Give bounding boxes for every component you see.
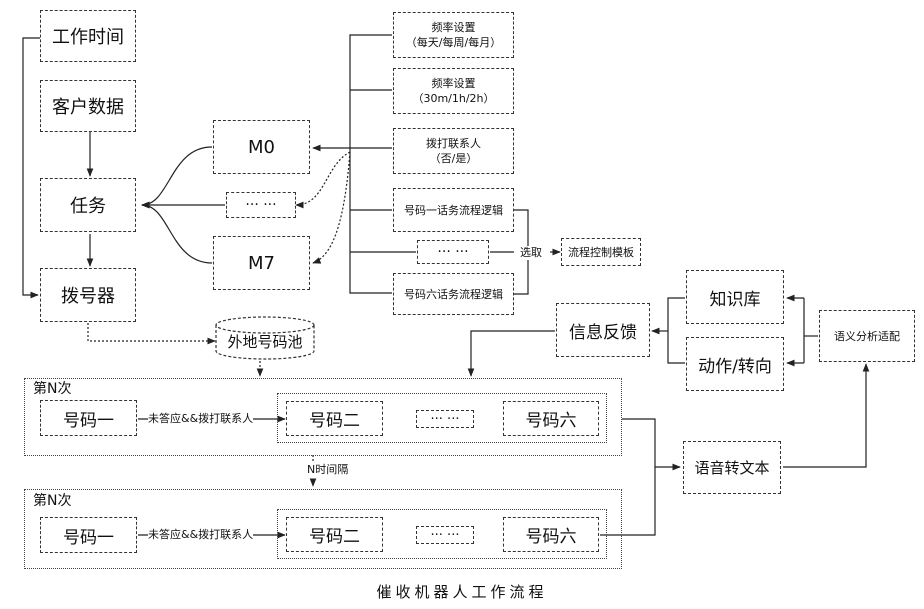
kb-action-bracket (667, 297, 685, 364)
call-contact-setting-title: 拨打联系人 (426, 137, 481, 150)
frequency-setting-day-box: 频率设置 （每天/每周/每月） (393, 12, 514, 58)
round1-ellipsis-box: ··· ··· (416, 410, 474, 428)
cylinder-shape (215, 316, 315, 360)
dialer-to-pool-dotted (87, 323, 216, 345)
round2-to-stt-line (600, 467, 656, 536)
dialer-label: 拨号器 (61, 286, 115, 307)
semantic-analysis-box: 语义分析适配 (819, 310, 915, 362)
round2-number1-box: 号码一 (40, 517, 137, 553)
info-feedback-box: 信息反馈 (556, 303, 650, 357)
flow1-logic-box: 号码一话务流程逻辑 (393, 188, 514, 232)
round1-title: 第N次 (33, 381, 72, 397)
speech-to-text-box: 语音转文本 (683, 441, 781, 494)
number-pool-cylinder: 外地号码池 (215, 316, 315, 360)
work-time-box: 工作时间 (40, 10, 136, 62)
info-feedback-label: 信息反馈 (569, 322, 637, 343)
round2-region (24, 489, 622, 569)
round1-ellipsis-label: ··· ··· (430, 411, 460, 427)
round1-number1-box: 号码一 (40, 400, 137, 436)
feedback-to-round1-arrow (467, 330, 555, 377)
flow-ellipsis-box: ··· ··· (417, 240, 489, 264)
round1-region (24, 378, 622, 456)
frequency-setting-time-title: 频率设置 (431, 77, 476, 90)
round1-condition-label: 未答应&&拨打联系人 (148, 412, 254, 426)
round1-number1-label: 号码一 (63, 410, 114, 431)
settings-to-ellipsis-dotted (295, 151, 351, 209)
diagram-caption: 催收机器人工作流程 (376, 583, 548, 601)
round2-number6-label: 号码六 (525, 527, 577, 547)
model-m7-label: M7 (248, 252, 275, 274)
model-ellipsis-label: ··· ··· (245, 196, 277, 213)
m0-to-task-curve (141, 146, 213, 209)
task-label: 任务 (70, 196, 106, 217)
interval-label: N时间隔 (307, 463, 349, 477)
work-time-label: 工作时间 (52, 27, 124, 48)
stt-to-semantic-arrow (783, 363, 870, 468)
round2-ellipsis-label: ··· ··· (430, 527, 460, 543)
knowledge-base-box: 知识库 (686, 270, 784, 324)
semantic-analysis-label: 语义分析适配 (834, 329, 900, 343)
round2-title: 第N次 (33, 493, 72, 509)
model-m0-label: M0 (248, 136, 275, 158)
model-m7-box: M7 (213, 236, 310, 290)
flow6-logic-label: 号码六话务流程逻辑 (404, 287, 503, 301)
customer-data-box: 客户数据 (40, 80, 136, 132)
speech-to-text-label: 语音转文本 (694, 459, 770, 477)
flow6-logic-box: 号码六话务流程逻辑 (393, 273, 514, 315)
round2-number2-box: 号码二 (286, 517, 383, 552)
round2-condition-label: 未答应&&拨打联系人 (148, 528, 254, 542)
model-ellipsis-box: ··· ··· (226, 192, 296, 218)
settings-to-m7-dotted (312, 151, 351, 264)
worktime-to-dialer-connector (22, 37, 40, 299)
task-box: 任务 (40, 178, 136, 232)
round1-number6-box: 号码六 (503, 401, 599, 436)
call-contact-setting-options: （否/是） (429, 152, 478, 165)
call-contact-setting-box: 拨打联系人 （否/是） (393, 128, 514, 174)
round1-number6-label: 号码六 (525, 411, 577, 431)
round1-number2-box: 号码二 (286, 401, 383, 436)
knowledge-base-label: 知识库 (709, 289, 761, 310)
frequency-setting-day-title: 频率设置 (431, 21, 476, 34)
select-label: 选取 (520, 246, 542, 260)
action-transfer-box: 动作/转向 (686, 337, 784, 391)
frequency-setting-time-box: 频率设置 （30m/1h/2h） (393, 68, 514, 114)
semantic-to-kb-arrow (787, 298, 805, 363)
settings-bracket (349, 34, 392, 294)
customer-data-label: 客户数据 (52, 97, 124, 118)
action-transfer-label: 动作/转向 (698, 356, 772, 377)
flow-template-label: 流程控制模板 (568, 245, 634, 259)
frequency-setting-time-options: （30m/1h/2h） (412, 92, 495, 105)
flow-ellipsis-label: ··· ··· (437, 243, 469, 260)
round1-number2-label: 号码二 (309, 411, 360, 431)
round2-number1-label: 号码一 (63, 527, 114, 548)
round2-ellipsis-box: ··· ··· (416, 526, 474, 544)
round2-number2-label: 号码二 (309, 527, 360, 547)
frequency-setting-day-options: （每天/每周/每月） (405, 36, 502, 49)
round1-to-stt-line (622, 418, 681, 471)
model-m0-box: M0 (213, 120, 310, 174)
dialer-box: 拨号器 (40, 268, 136, 322)
round2-number6-box: 号码六 (503, 517, 599, 552)
flow1-logic-label: 号码一话务流程逻辑 (404, 203, 503, 217)
number-pool-label: 外地号码池 (227, 332, 303, 351)
flow-template-box: 流程控制模板 (561, 238, 641, 266)
m7-to-task-curve (141, 201, 213, 264)
